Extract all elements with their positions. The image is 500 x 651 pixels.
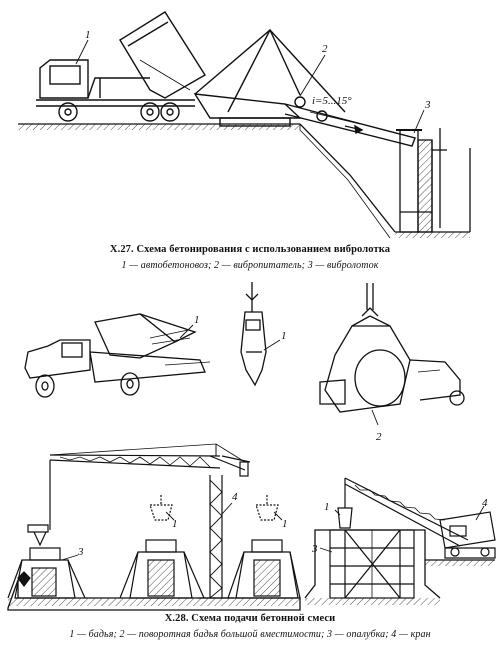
fig28-leader-right-bucket xyxy=(334,509,341,516)
fig28-leader-bucket xyxy=(263,339,281,351)
fig28-formwork-mid1 xyxy=(119,495,205,599)
fig28-label-mid1-1: 1 xyxy=(172,518,178,530)
fig28-leader-mid2 xyxy=(273,511,283,521)
fig27-caption-legend: 1 — автобетоновоз; 2 — вибропитатель; 3 … xyxy=(121,260,379,271)
fig27-vibrochute xyxy=(284,103,416,147)
fig27-leaders xyxy=(75,39,425,134)
fig27-ground xyxy=(18,123,471,239)
fig28-label-right-formwork-3: 3 xyxy=(311,543,318,555)
fig28-label-right-crane-4: 4 xyxy=(482,497,488,509)
fig27-angle-label: i=5...15° xyxy=(312,95,352,107)
fig27-formwork xyxy=(396,128,447,233)
fig28-hanging-bucket xyxy=(240,282,267,387)
fig28-leader-rotary xyxy=(371,409,379,426)
fig28-formwork-left xyxy=(7,524,86,599)
fig28-mobile-crane xyxy=(337,477,496,559)
fig28-leader-formwork xyxy=(61,554,79,561)
fig27-concrete-truck xyxy=(36,11,206,122)
fig27-label-1: 1 xyxy=(85,29,91,41)
fig28-label-right-bucket-1: 1 xyxy=(324,501,330,513)
fig28-caption-title: X.28. Схема подачи бетонной смеси xyxy=(164,613,336,624)
fig28-leader-right-crane xyxy=(475,505,485,521)
fig28-dump-truck xyxy=(24,313,211,398)
fig27-caption-title: X.27. Схема бетонирования с использовани… xyxy=(109,244,391,255)
fig28-label-mid2-1: 1 xyxy=(282,518,288,530)
fig28-label-bucket-1: 1 xyxy=(281,330,287,342)
fig28-leader-crane xyxy=(221,502,233,515)
fig28-caption-legend: 1 — бадья; 2 — поворотная бадья большой … xyxy=(69,629,431,640)
fig28-label-formwork-3: 3 xyxy=(77,546,84,558)
fig28-rotary-bucket xyxy=(319,283,465,413)
fig27-label-3: 3 xyxy=(424,99,431,111)
fig28-label-rotary-2: 2 xyxy=(376,431,382,443)
fig28-leader-mid1 xyxy=(165,511,175,521)
fig28-label-truck-1: 1 xyxy=(194,314,200,326)
fig28-label-crane-4: 4 xyxy=(232,491,238,503)
fig28-leader-truck xyxy=(179,324,194,339)
fig28-formwork-mid2 xyxy=(227,495,301,599)
fig28-tower-crane xyxy=(49,443,251,599)
fig28-formwork-right xyxy=(329,529,415,599)
fig27-label-2: 2 xyxy=(322,43,328,55)
fig28-leader-right-formwork xyxy=(319,547,333,553)
